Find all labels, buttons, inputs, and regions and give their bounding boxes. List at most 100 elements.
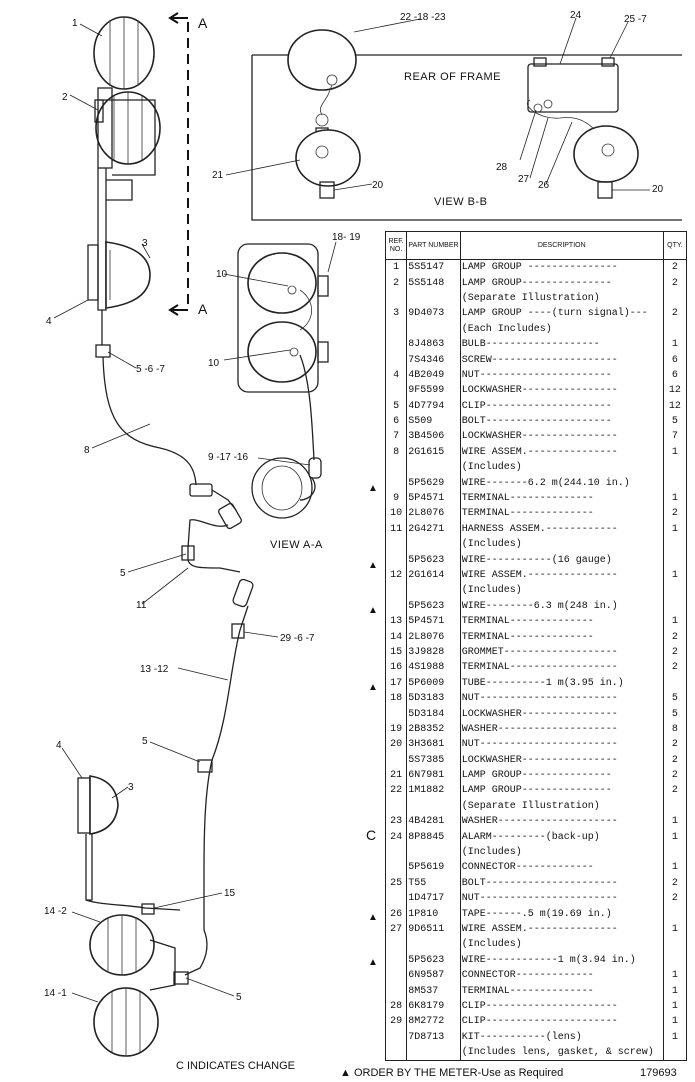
- ref-cell: 20: [384, 737, 408, 753]
- view-b-b-drawing: [251, 29, 682, 221]
- figure-number: 179693: [640, 1067, 677, 1079]
- qty-cell: 1: [662, 921, 688, 938]
- description-cell: LAMP GROUP---------------: [459, 767, 664, 784]
- ref-cell: 16: [384, 660, 408, 676]
- qty-cell: 1: [662, 860, 688, 876]
- description-cell: LAMP GROUP ----(turn signal)---: [459, 306, 664, 322]
- description-cell: (Includes): [459, 537, 664, 553]
- description-cell: NUT-----------------------: [459, 891, 664, 907]
- description-cell: WIRE-------6.2 m(244.10 in.): [459, 475, 664, 491]
- qty-cell: 5: [662, 706, 688, 722]
- table-row: 5P5623 WIRE------------1 m(3.94 in.): [384, 952, 688, 968]
- view-b-b-label: VIEW B-B: [434, 196, 488, 208]
- rear-of-frame-label: REAR OF FRAME: [404, 71, 501, 83]
- part-number-cell: 4B2049: [406, 367, 461, 384]
- ref-cell: [384, 598, 408, 614]
- ref-cell: [384, 752, 408, 768]
- connector-a: [189, 483, 242, 530]
- part-number-cell: S509: [406, 413, 461, 430]
- qty-cell: [662, 906, 688, 922]
- ref-cell: 26: [384, 906, 408, 922]
- qty-cell: [662, 475, 688, 491]
- part-number-cell: 8M537: [406, 983, 461, 999]
- change-marker: C: [366, 827, 376, 843]
- qty-cell: [662, 552, 688, 568]
- qty-cell: 2: [662, 259, 688, 276]
- description-cell: LOCKWASHER----------------: [459, 429, 664, 445]
- description-cell: TAPE------.5 m(19.69 in.): [459, 906, 664, 922]
- qty-cell: 12: [662, 383, 688, 399]
- part-number-cell: [406, 844, 461, 861]
- qty-cell: 1: [662, 1014, 688, 1030]
- wire-13-12: [203, 605, 249, 930]
- ref-cell: 19: [384, 721, 408, 738]
- description-cell: TERMINAL--------------: [459, 613, 664, 630]
- part-number-cell: 6N9587: [406, 967, 461, 984]
- callout-27: 27: [518, 174, 530, 185]
- qty-cell: [662, 290, 688, 307]
- ref-cell: 24: [384, 829, 408, 845]
- part-number-cell: 3J9828: [406, 644, 461, 661]
- callout-13-12: 13 -12: [140, 664, 169, 675]
- qty-cell: 1: [662, 444, 688, 461]
- callout-3: 3: [128, 782, 134, 793]
- description-cell: CONNECTOR-------------: [459, 967, 664, 984]
- cable-8: [101, 310, 197, 486]
- ref-cell: 27: [384, 921, 408, 938]
- description-cell: (Includes): [459, 460, 664, 476]
- callout-20: 20: [652, 184, 664, 195]
- qty-cell: [662, 952, 688, 968]
- part-number-cell: 1P810: [406, 906, 461, 922]
- ref-cell: 21: [384, 767, 408, 784]
- callout-14-1: 14 -1: [44, 988, 67, 999]
- ref-cell: [384, 844, 408, 861]
- description-cell: SCREW---------------------: [459, 352, 664, 368]
- ref-cell: 1: [384, 259, 408, 276]
- qty-cell: 1: [662, 521, 688, 538]
- callout-22-18-23: 22 -18 -23: [400, 12, 446, 23]
- col-description: DESCRIPTION: [459, 231, 664, 260]
- part-number-cell: 2B8352: [406, 721, 461, 738]
- callout-11: 11: [136, 600, 147, 611]
- meter-marker-icon: ▲: [368, 682, 378, 693]
- qty-cell: 12: [662, 398, 688, 414]
- qty-cell: [662, 598, 688, 614]
- ref-cell: 6: [384, 413, 408, 430]
- lower-wire: [184, 929, 208, 976]
- table-row: (Includes): [384, 537, 688, 553]
- description-cell: NUT-----------------------: [459, 690, 664, 707]
- ref-cell: [384, 860, 408, 876]
- callout-10: 10: [208, 358, 220, 369]
- part-number-cell: 5P5623: [406, 952, 461, 968]
- description-cell: TERMINAL--------------: [459, 629, 664, 645]
- ref-cell: [384, 537, 408, 553]
- harness-11: [187, 519, 241, 573]
- table-row: 5P5623 WIRE--------6.3 m(248 in.): [384, 598, 688, 614]
- ref-cell: 29: [384, 1014, 408, 1030]
- callout-4: 4: [56, 740, 62, 751]
- table-row: 5P5623 WIRE-----------(16 gauge): [384, 552, 688, 568]
- description-cell: WASHER--------------------: [459, 814, 664, 830]
- table-header-row: REF. NO. PART NUMBER DESCRIPTION QTY.: [384, 231, 688, 260]
- ref-cell: [384, 706, 408, 722]
- ref-cell: [384, 336, 408, 353]
- turn-signal-lamp-upper: [105, 241, 151, 309]
- ref-cell: [384, 1029, 408, 1045]
- ref-cell: 7: [384, 429, 408, 445]
- ref-cell: [384, 552, 408, 568]
- lower-frame-tube: [85, 834, 181, 911]
- view-a-a-drawing: [237, 243, 329, 519]
- ref-cell: 10: [384, 506, 408, 522]
- table-row: (Separate Illustration): [384, 290, 688, 307]
- description-cell: WIRE--------6.3 m(248 in.): [459, 598, 664, 614]
- table-row: 5P5629 WIRE-------6.2 m(244.10 in.): [384, 475, 688, 491]
- description-cell: TERMINAL------------------: [459, 660, 664, 676]
- lamp-group-14-2: [89, 914, 155, 976]
- qty-cell: 1: [662, 829, 688, 845]
